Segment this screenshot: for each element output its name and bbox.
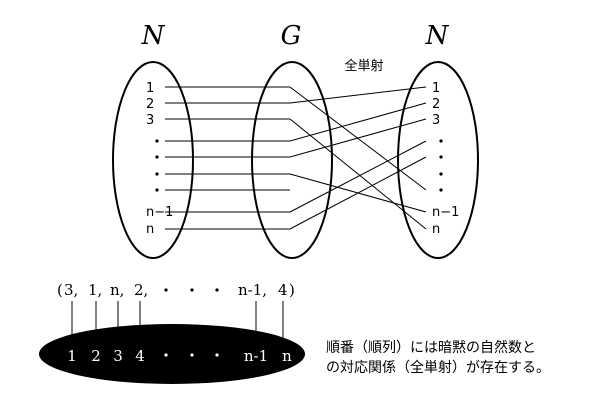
left-element: 3 xyxy=(146,113,154,128)
right-ellipsis-dot xyxy=(439,155,443,159)
sequence-item: 2, xyxy=(134,281,148,299)
natural-number: 1 xyxy=(67,347,77,365)
sequence-item: n-1, xyxy=(238,281,267,299)
natural-number: n-1 xyxy=(244,347,268,365)
right-element: 3 xyxy=(432,113,440,128)
right-element: n−1 xyxy=(432,205,459,220)
g-to-n-line xyxy=(289,140,427,213)
right-ellipsis-dot xyxy=(439,172,443,176)
sequence-ellipsis-dot xyxy=(164,288,168,292)
right-element: 2 xyxy=(432,97,440,112)
g-to-n-line xyxy=(289,118,427,230)
left-element: 1 xyxy=(146,81,154,96)
middle-set-oval xyxy=(251,61,333,259)
left-ellipsis-dot xyxy=(155,188,159,192)
natural-numbers-oval xyxy=(39,324,305,384)
middle-set-label: G xyxy=(281,21,302,51)
caption-line-2: の対応関係（全単射）が存在する。 xyxy=(326,359,550,376)
sequence-item: 3, xyxy=(64,281,78,299)
natural-number: 3 xyxy=(113,347,123,365)
left-set-oval xyxy=(112,61,194,259)
left-set-label: N xyxy=(141,21,166,51)
right-element: 1 xyxy=(432,81,440,96)
g-to-n-line xyxy=(289,156,427,230)
left-ellipsis-dot xyxy=(155,139,159,143)
natural-number: 4 xyxy=(135,347,145,365)
natural-ellipsis-dot xyxy=(215,353,219,357)
natural-ellipsis-dot xyxy=(164,353,168,357)
sequence-close-paren: ) xyxy=(289,281,295,299)
left-ellipsis-dot xyxy=(155,155,159,159)
g-to-n-line xyxy=(289,86,427,104)
g-to-n-line xyxy=(289,102,427,142)
sequence-ellipsis-dot xyxy=(190,288,194,292)
natural-number: 2 xyxy=(91,347,101,365)
sequence-item: n, xyxy=(110,281,124,299)
right-ellipsis-dot xyxy=(439,188,443,192)
sequence-ellipsis-dot xyxy=(215,288,219,292)
left-ellipsis-dot xyxy=(155,172,159,176)
right-ellipsis-dot xyxy=(439,139,443,143)
sequence-open-paren: ( xyxy=(57,281,63,299)
sequence-item: 1, xyxy=(88,281,102,299)
sequence-item: 4 xyxy=(278,281,288,299)
natural-ellipsis-dot xyxy=(190,353,194,357)
left-element: n−1 xyxy=(146,205,173,220)
bijection-label: 全単射 xyxy=(344,58,383,74)
g-to-n-line xyxy=(289,118,427,158)
caption-line-1: 順番（順列）には暗黙の自然数と xyxy=(326,339,536,356)
natural-number: n xyxy=(282,347,292,365)
right-set-label: N xyxy=(425,21,450,51)
left-element: 2 xyxy=(146,97,154,112)
right-set-oval xyxy=(397,61,479,259)
left-element: n xyxy=(146,222,154,237)
right-element: n xyxy=(432,222,440,237)
